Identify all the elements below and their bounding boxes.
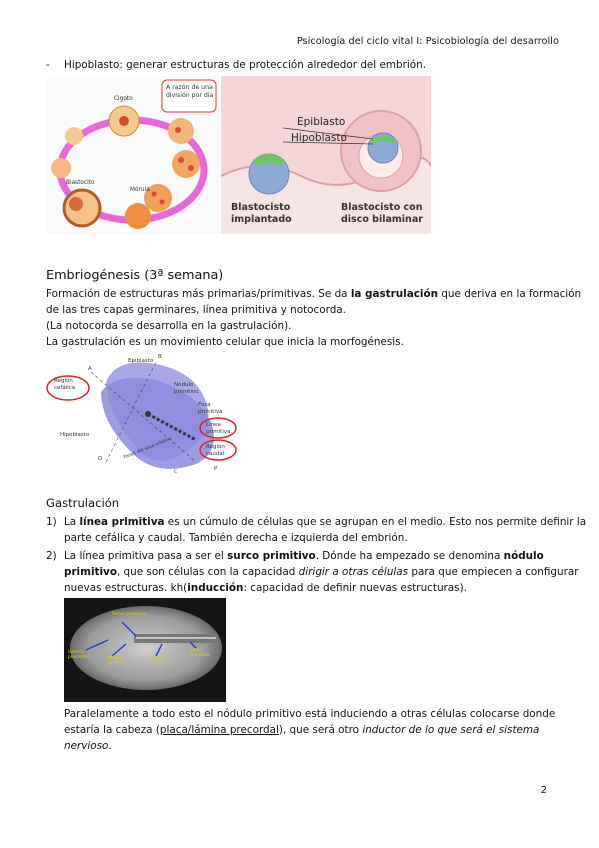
linea3-l1: Línea [190,648,202,653]
caption-implantado-line2: implantado [231,214,292,225]
final-l2c: ), que será otro [278,724,363,736]
label-fosita: Fosita primitiva [152,656,172,666]
region-caudal-l1: Región [206,444,225,450]
nodulo2-l1: Nódulo [174,382,194,388]
final-nervioso-italic: nervioso [64,740,109,752]
caption-bilaminar: Blastocisto con disco bilaminar [341,202,423,226]
item2-line1: La línea primitiva pasa a ser el surco p… [64,548,544,564]
item2-number: 2) [46,550,57,562]
section1-line3: (La notocorda se desarrolla en la gastru… [46,320,292,332]
item2-c: . Dónde ha empezado se denomina [315,550,504,562]
bullet-dash: - [46,59,50,71]
label-nodulo-3: Nódulo primitivo [108,656,128,666]
item2-h: para que empiecen a configurar [408,566,579,578]
nodulo3-l1: Nódulo [108,656,124,661]
s1-p1a: Formación de estructuras más primarias/p… [46,288,351,300]
figure-gastrulation: Región cefálica Epiblasto Nódulo primiti… [46,352,238,478]
label-d: D [98,456,103,462]
item2-surco-bold: surco primitivo [227,550,316,562]
page-header: Psicología del ciclo vital I: Psicobiolo… [296,36,559,47]
label-cigoto: Cigoto [114,96,133,102]
label-nodulo-2: Nódulo primitivo [174,382,198,395]
figure-blastocisto: Epiblasto Hipoblasto Blastocisto implant… [221,76,431,234]
label-fosa: Fosa primitiva [198,402,222,415]
s1-gastrulacion-bold: la gastrulación [350,288,439,300]
fosita-l1: Fosita [152,656,165,661]
fosa-l2: primitiva [198,408,223,415]
item1-number: 1) [46,516,57,528]
label-epiblasto: Epiblasto [297,116,346,128]
label-p: P [214,466,218,472]
item2-dirigir-italic: dirigir a otras células [298,566,409,578]
label-surco: Surco primitivo [112,612,147,617]
label-lamina: lámina precordal [68,650,89,660]
fosita-l2: primitiva [152,661,172,666]
caption-implantado-line1: Blastocisto [231,202,291,213]
label-linea-3: Línea primitiva [190,648,210,658]
item2-i: nuevas estructuras. kh( [64,582,188,594]
caption-bilaminar-line2: disco bilaminar [341,214,423,225]
label-a: A [88,366,92,372]
lamina-l2: precordal [68,655,89,660]
section1-line4: La gastrulación es un movimiento celular… [46,336,404,348]
lamina-l1: lámina [68,650,83,655]
linea2-l2: primitiva [206,428,231,435]
linea3-l2: primitiva [190,653,210,658]
fosa-l1: Fosa [198,402,211,408]
item2-line2: primitivo, que son células con la capaci… [64,564,579,580]
region-cefalica-l1: Región [54,378,73,384]
intro-hipoblasto: Hipoblasto: generar estructuras de prote… [64,59,427,71]
note-line2: división por día [166,92,214,99]
nodulo3-l2: primitivo [108,661,128,666]
item2-f: , que son células con la capacidad [116,566,299,578]
label-epiblasto-2: Epiblasto [128,358,154,364]
item1-line2: parte cefálica y caudal. También derecha… [64,532,408,544]
label-b: B [158,354,162,360]
section1-line1: Formación de estructuras más primarias/p… [46,286,581,302]
label-region-caudal: Región caudal [206,444,225,457]
final-placa-underline: placa/lámina precordal [159,724,279,736]
final-l2a: estaría la cabeza ( [64,724,160,736]
item1-linea-primitiva-bold: línea primitiva [79,516,165,528]
label-hipoblasto-2: Hipoblasto [60,432,90,438]
item2-k: : capacidad de definir nuevas estructura… [243,582,467,594]
caption-implantado: Blastocisto implantado [231,202,292,226]
region-caudal-l2: caudal [206,450,225,457]
nodulo2-l2: primitivo [174,388,199,395]
item2-induccion-bold: inducción [187,582,244,594]
item1-line1: La línea primitiva es un cúmulo de célul… [64,514,586,530]
page-number: 2 [540,785,547,796]
item1-a: La [64,516,80,528]
label-morula: Mórula [130,187,150,193]
item2-a: La línea primitiva pasa a ser el [64,550,228,562]
region-cefalica-l2: cefálica [54,384,76,391]
linea2-l1: Línea [206,422,221,428]
item2-primitivo-bold: primitivo [64,566,117,578]
caption-bilaminar-line1: Blastocisto con [341,202,423,213]
label-blastocito: Blastocito [66,180,95,186]
label-linea-2: Línea primitiva [206,422,230,435]
label-hipoblasto: Hipoblasto [291,132,347,144]
note-line1: A razón de una [166,84,213,91]
s1-p1c: que deriva en la formación [438,288,582,300]
final-line2: estaría la cabeza (placa/lámina precorda… [64,722,539,738]
label-region-cefalica: Región cefálica [54,378,75,391]
final-period: . [108,740,112,752]
label-c: C [174,470,178,475]
section-title-embriogenesis: Embriogénesis (3ª semana) [46,268,224,283]
final-line3: nervioso. [64,738,112,754]
final-line1: Paralelamente a todo esto el nódulo prim… [64,708,556,720]
section1-line2: de las tres capas germinares, línea prim… [46,304,346,316]
item1-c: es un cúmulo de células que se agrupan e… [164,516,587,528]
section-title-gastrulacion: Gastrulación [46,496,120,510]
final-inductor-italic: inductor de lo que será el sistema [362,724,540,736]
item2-line3: nuevas estructuras. kh(inducción: capaci… [64,580,467,596]
item2-nodulo-bold: nódulo [503,550,544,562]
figure-micrograph: Surco primitivo lámina precordal Nódulo … [64,598,226,702]
figure-cell-division: A razón de una división por día Cigoto B… [46,76,220,234]
